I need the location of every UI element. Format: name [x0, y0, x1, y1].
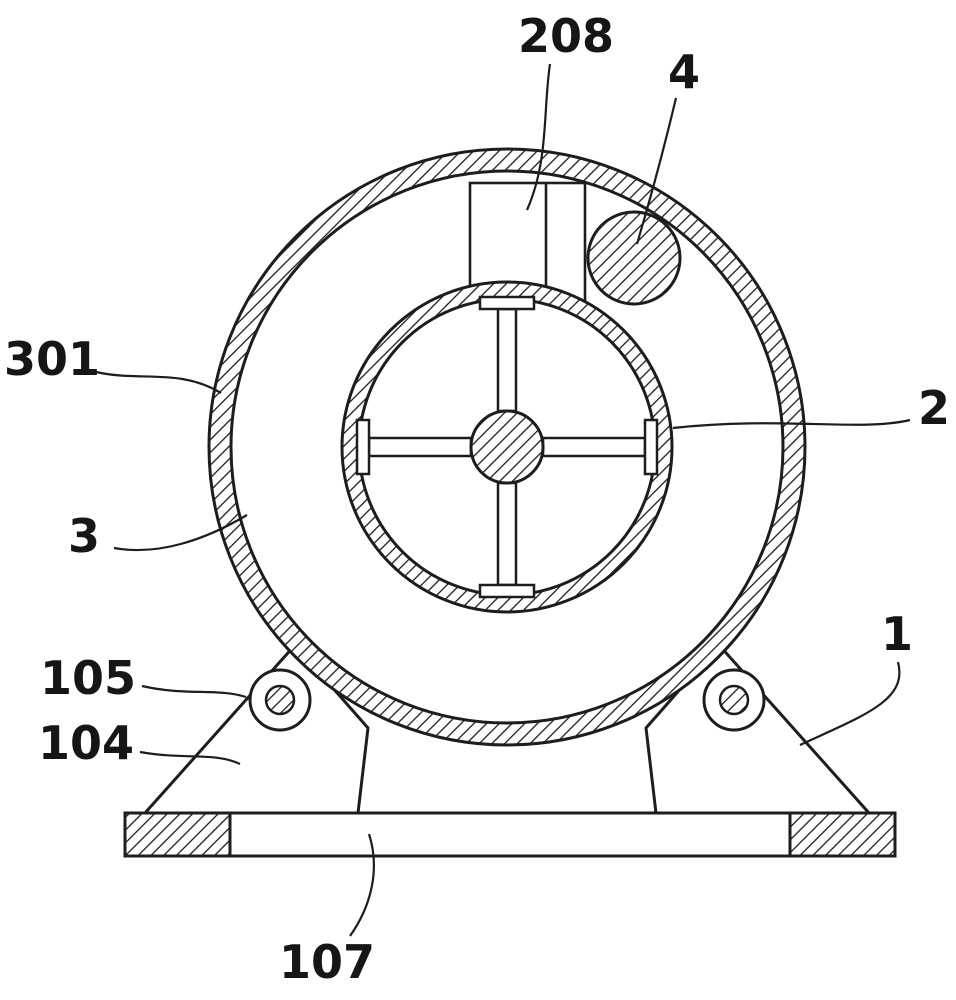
leader-1 — [799, 661, 901, 746]
ref-label-208: 208 — [518, 9, 614, 63]
center-hub — [469, 409, 545, 485]
leader-107 — [349, 833, 375, 937]
left-bolt-core — [264, 684, 296, 716]
mounting-legs-group — [141, 642, 873, 815]
spoke-flange-down — [478, 583, 536, 599]
leader-208 — [525, 63, 552, 211]
spoke-left — [367, 436, 473, 458]
leader-3 — [113, 514, 248, 552]
leader-104 — [139, 750, 241, 765]
right-mount-leg — [644, 642, 873, 815]
leader-105 — [141, 684, 247, 699]
spoke-right — [541, 436, 647, 458]
right-bolt-core — [718, 684, 750, 716]
leader-4 — [635, 97, 678, 245]
leader-lines-group — [95, 63, 911, 937]
spoke-flange-up — [478, 295, 536, 311]
leader-2 — [672, 418, 911, 430]
reference-labels-group: 208 4 301 2 3 105 104 1 107 — [4, 9, 950, 989]
base-plate-hatch-left — [123, 811, 232, 858]
bolts-group — [248, 668, 766, 732]
base-plate-hatch-right — [788, 811, 897, 858]
base-plate — [123, 811, 897, 858]
ref-label-301: 301 — [4, 332, 100, 386]
ref-label-105: 105 — [40, 651, 136, 705]
spoke-up — [496, 307, 518, 413]
ref-label-3: 3 — [68, 509, 100, 563]
base-plate-group — [123, 811, 897, 858]
ref-label-2: 2 — [918, 381, 950, 435]
ref-label-107: 107 — [279, 935, 375, 989]
leader-301 — [95, 370, 222, 394]
ref-label-4: 4 — [668, 45, 700, 99]
ref-label-104: 104 — [38, 716, 134, 770]
hatched-roller — [586, 210, 682, 306]
spoke-down — [496, 481, 518, 587]
spoke-flange-left — [355, 418, 371, 476]
spoke-hub-group — [355, 295, 659, 599]
left-mount-leg — [141, 642, 370, 815]
spoke-flange-right — [643, 418, 659, 476]
ref-label-1: 1 — [881, 607, 913, 661]
